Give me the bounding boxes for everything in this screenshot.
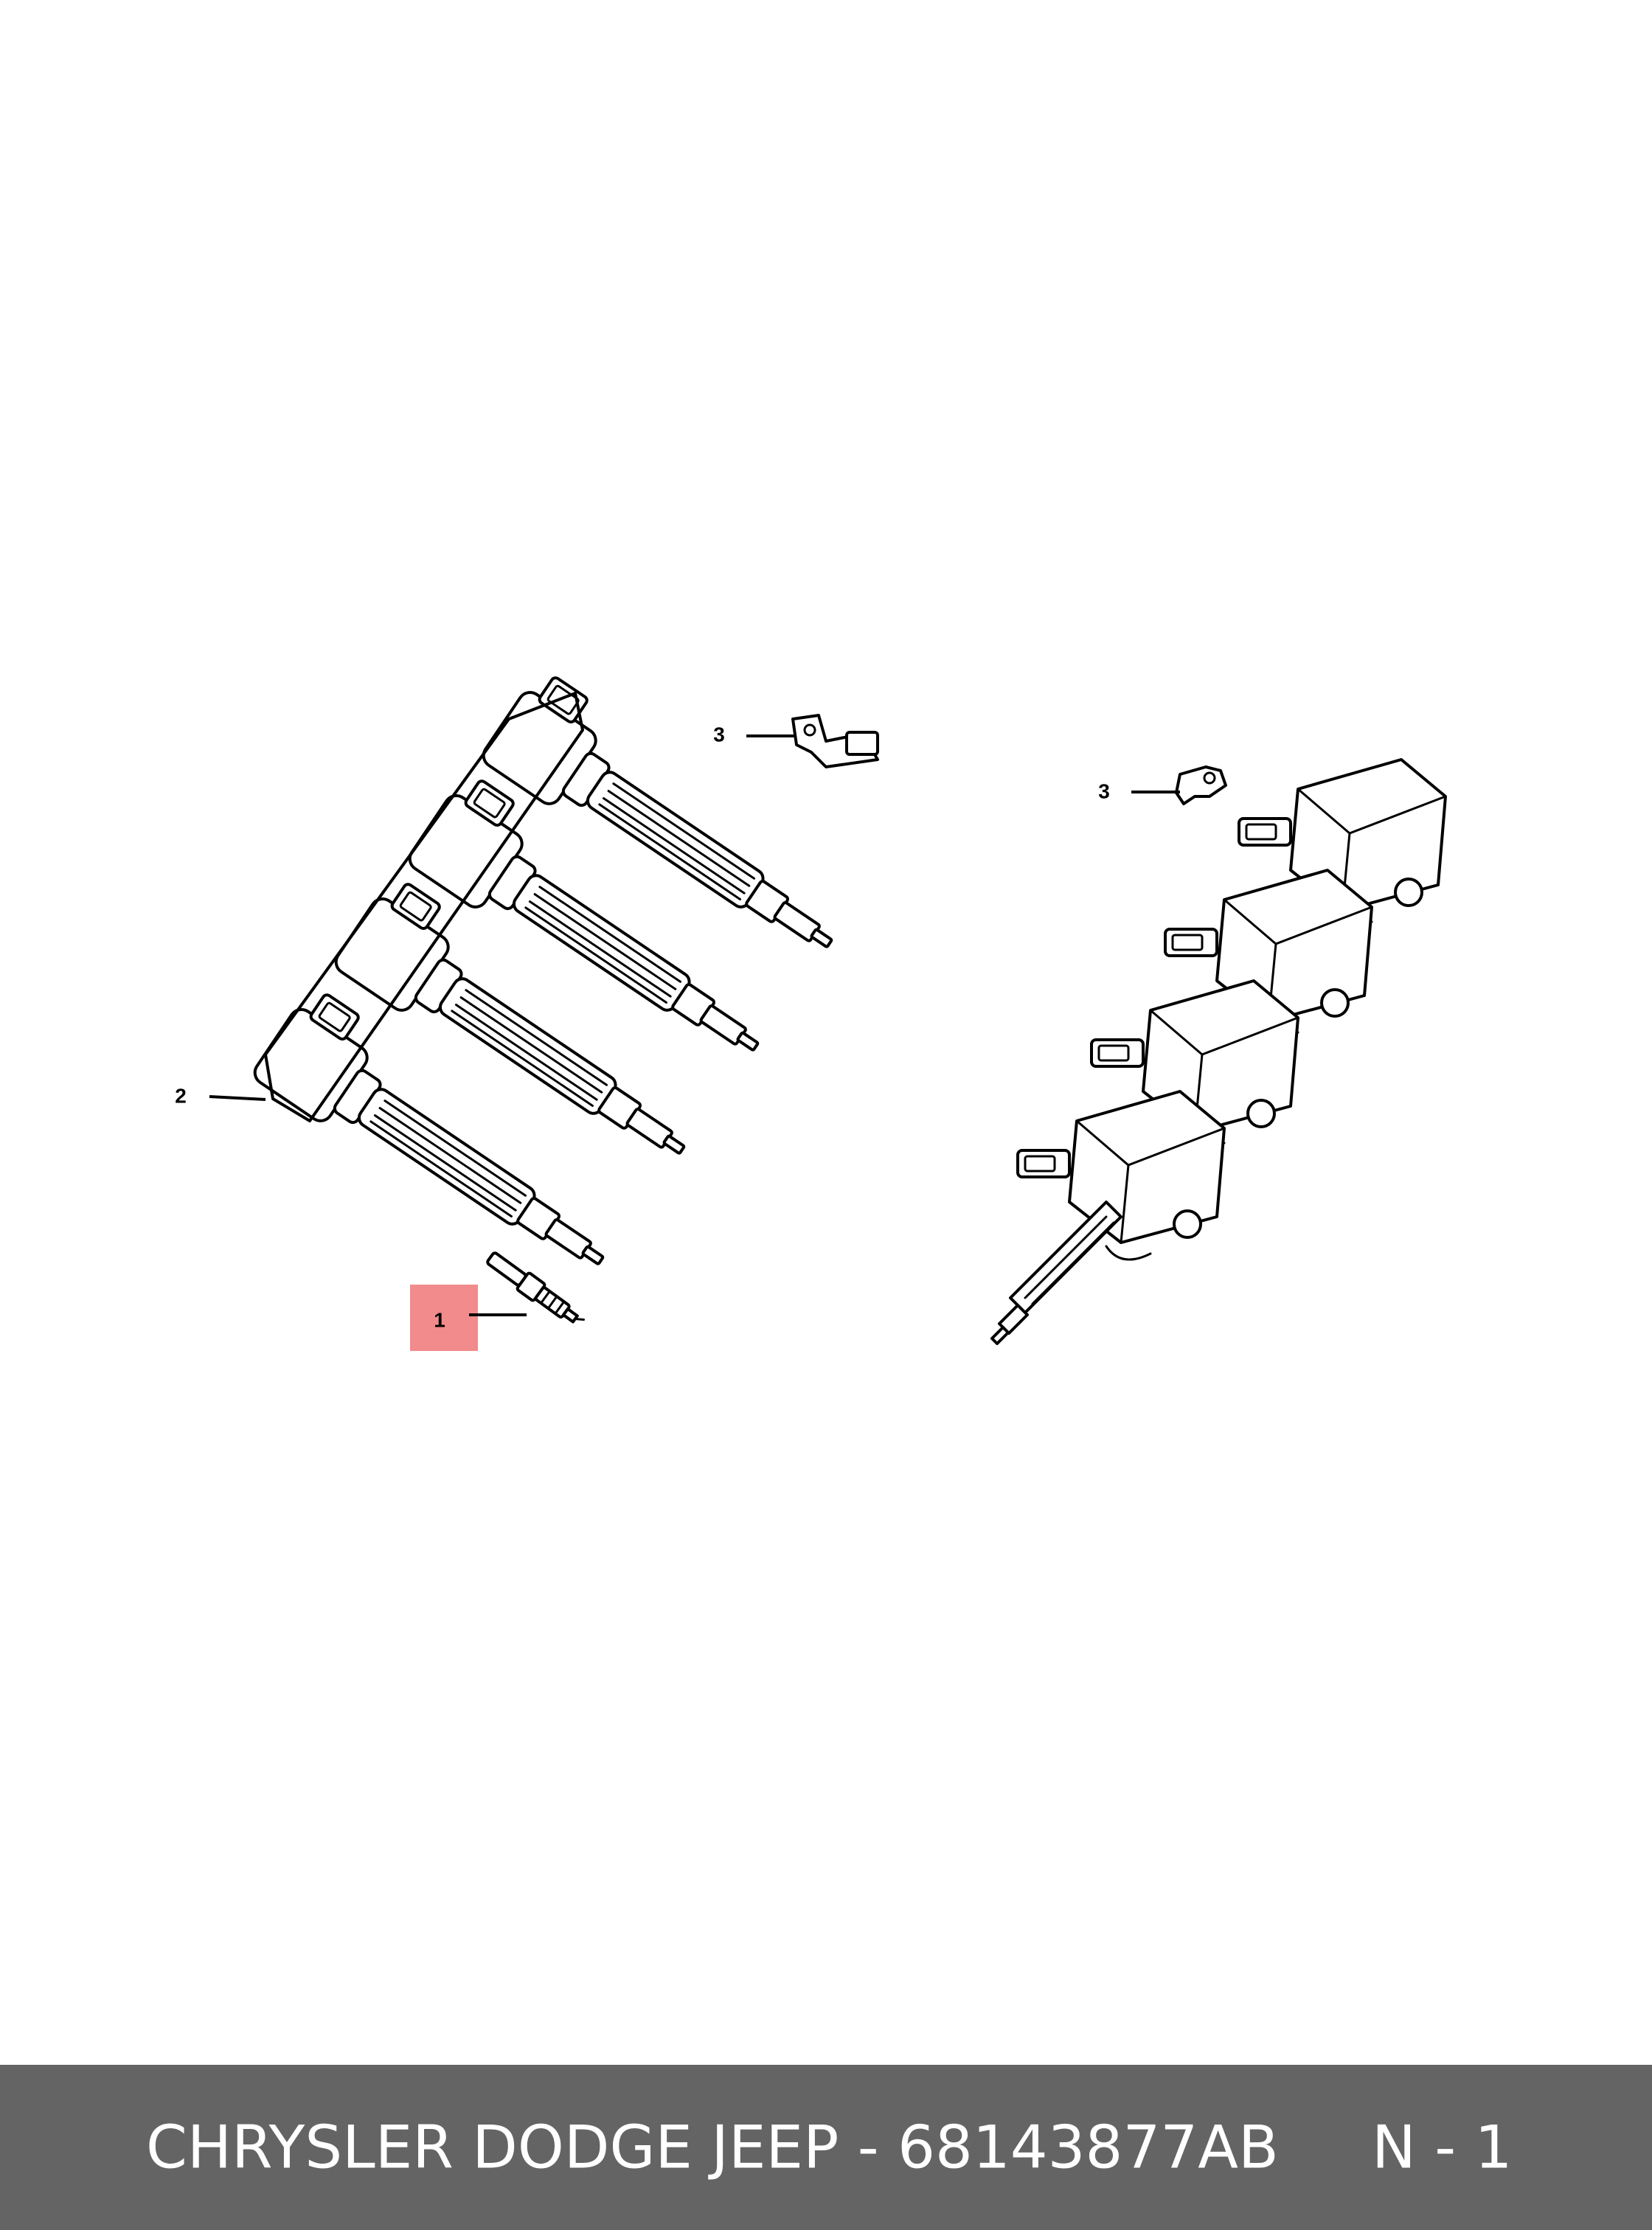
ignition-coil-pack-left: [249, 665, 870, 1298]
callout-1-number: 1: [434, 1308, 445, 1331]
callout-2[interactable]: 2: [175, 1084, 266, 1107]
spark-plug: [485, 1249, 587, 1332]
callout-1-highlight: [410, 1285, 478, 1351]
footer-bar: CHRYSLER DODGE JEEP - 68143877AB N - 1: [0, 2065, 1652, 2230]
callout-2-number: 2: [175, 1084, 187, 1107]
callout-3-top-number: 3: [713, 723, 725, 746]
callout-1[interactable]: 1: [410, 1285, 527, 1351]
callout-2-leader: [209, 1095, 266, 1101]
ignition-coil-pack-right: [990, 758, 1447, 1345]
callout-3-right[interactable]: 3: [1098, 779, 1180, 802]
callout-3-top[interactable]: 3: [713, 723, 796, 746]
connector-bracket-right: [1175, 765, 1227, 805]
parts-diagram: 1 2 3 3: [175, 665, 1447, 1351]
callout-3-right-number: 3: [1098, 779, 1110, 802]
part-number-label: CHRYSLER DODGE JEEP - 68143877AB: [146, 2113, 1279, 2182]
page-indicator: N - 1: [1372, 2113, 1513, 2182]
connector-bracket-top: [791, 714, 879, 768]
